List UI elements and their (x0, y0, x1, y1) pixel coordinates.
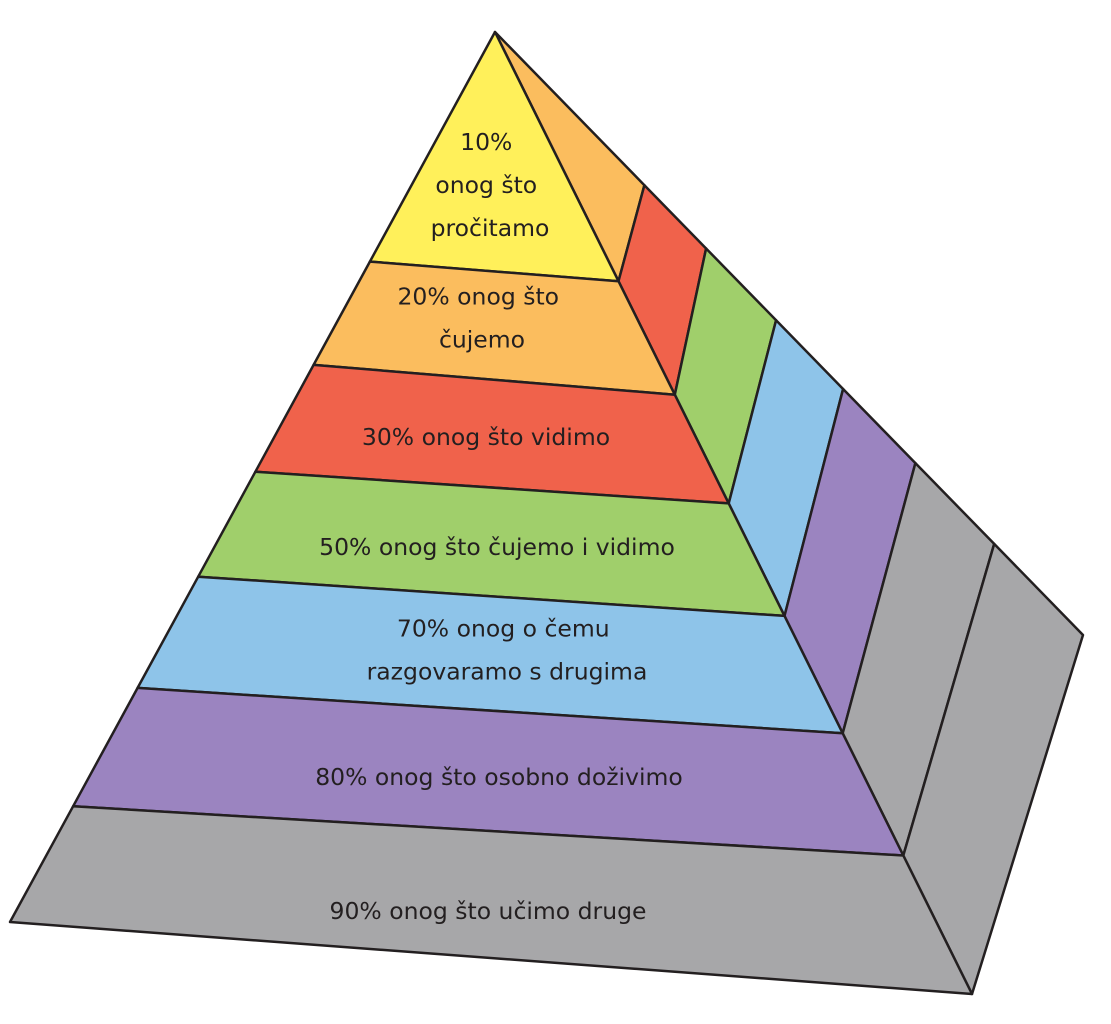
level-2-line-2: čujemo (439, 326, 525, 354)
level-1-label: 10% onog što pročitamo (431, 128, 550, 242)
level-7-label: 90% onog što učimo druge (330, 897, 647, 925)
level-5-line-1: 70% onog o čemu (397, 615, 610, 643)
front-face-level-7 (8, 805, 974, 996)
level-6-line-1: 80% onog što osobno doživimo (315, 763, 683, 791)
level-4-label: 50% onog što čujemo i vidimo (319, 533, 675, 561)
level-5-label: 70% onog o čemu razgovaramo s drugima (367, 615, 648, 686)
pyramid-right-faces (493, 30, 1085, 996)
level-4-line-1: 50% onog što čujemo i vidimo (319, 533, 675, 561)
level-1-line-1: 10% (460, 128, 512, 156)
level-3-label: 30% onog što vidimo (362, 423, 610, 451)
level-6-label: 80% onog što osobno doživimo (315, 763, 683, 791)
level-5-line-2: razgovaramo s drugima (367, 658, 648, 686)
level-7-line-1: 90% onog što učimo druge (330, 897, 647, 925)
pyramid-front-faces (8, 30, 974, 996)
level-2-label: 20% onog što čujemo (397, 283, 566, 354)
level-2-line-1: 20% onog što (397, 283, 559, 311)
pyramid-labels: 10% onog što pročitamo 20% onog što čuje… (315, 128, 683, 925)
level-3-line-1: 30% onog što vidimo (362, 423, 610, 451)
level-1-line-2: onog što (435, 171, 537, 199)
level-1-line-3: pročitamo (431, 214, 550, 242)
